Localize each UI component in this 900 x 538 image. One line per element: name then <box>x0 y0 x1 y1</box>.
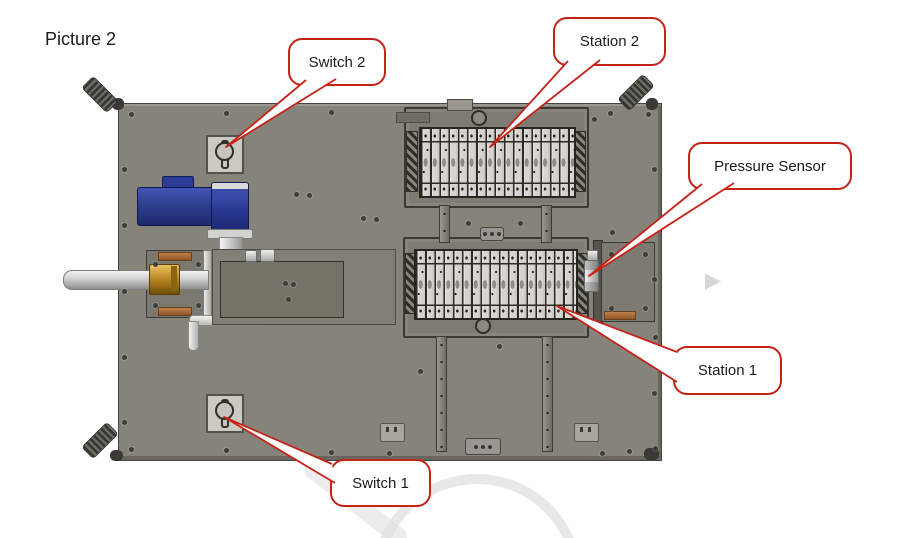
screw-dot <box>610 230 615 235</box>
screw-dot <box>609 306 614 311</box>
screw-dot <box>653 335 658 340</box>
screw-dot <box>224 111 229 116</box>
sensor-copper-strip <box>604 311 636 320</box>
screw-dot <box>600 451 605 456</box>
carriage-box <box>220 261 344 318</box>
handle-rod-vertical <box>188 321 199 351</box>
guide-rail-upper-right <box>541 205 552 243</box>
screw-dot <box>652 277 657 282</box>
mount-foot-left <box>380 423 405 442</box>
screw-dot <box>608 111 613 116</box>
copper-strip-bottom <box>158 307 192 316</box>
screw-dot <box>283 281 288 286</box>
guide-rail-lower-left <box>436 336 447 452</box>
screw-dot <box>122 167 127 172</box>
screw-dot <box>129 447 134 452</box>
screw-dot <box>646 112 651 117</box>
screw-dot <box>643 252 648 257</box>
station-1-bottom-tab <box>475 318 491 334</box>
inter-station-connector <box>480 227 504 241</box>
screw-dot <box>652 391 657 396</box>
callout-pressure-sensor: Pressure Sensor <box>688 142 852 190</box>
carriage-nub-large <box>260 249 275 262</box>
screw-dot <box>418 369 423 374</box>
callout-station-2: Station 2 <box>553 17 666 66</box>
station-2-slat-tray <box>419 127 576 198</box>
guide-rail-lower-right <box>542 336 553 452</box>
callout-station-2-label: Station 2 <box>579 33 640 50</box>
screw-dot <box>652 167 657 172</box>
screw-dot <box>627 449 632 454</box>
screw-dot <box>329 110 334 115</box>
screw-dot <box>329 450 334 455</box>
guide-rail-upper-left <box>439 205 450 243</box>
screw-dot <box>153 262 158 267</box>
callout-switch-1-label: Switch 1 <box>352 474 409 492</box>
screw-dot <box>291 282 296 287</box>
callout-station-1-label: Station 1 <box>697 362 758 379</box>
screw-dot <box>653 446 658 451</box>
screw-dot <box>122 355 127 360</box>
screw-dot <box>374 217 379 222</box>
bottom-edge-connector <box>465 438 501 455</box>
station-1-slat-tray <box>414 249 578 320</box>
play-triangle-icon: ▶ <box>705 269 722 292</box>
callout-switch-2-label: Switch 2 <box>308 53 366 71</box>
screw-dot <box>466 221 471 226</box>
screw-dot <box>196 303 201 308</box>
figure-title: Picture 2 <box>45 29 117 49</box>
switch-2-knob-icon <box>215 142 234 161</box>
corner-foot-bottom-right <box>644 448 659 460</box>
station-2-side-bracket-left <box>406 131 418 192</box>
callout-switch-1: Switch 1 <box>330 459 431 507</box>
mount-foot-right <box>574 423 599 442</box>
screw-dot <box>122 223 127 228</box>
screw-dot <box>609 252 614 257</box>
copper-strip-top <box>158 252 192 261</box>
switch-1-device <box>206 394 244 433</box>
switch-1-knob-icon <box>215 401 234 420</box>
screw-dot <box>196 262 201 267</box>
motor-gearhead <box>211 182 249 234</box>
callout-switch-2: Switch 2 <box>288 38 386 86</box>
callout-pressure-sensor-label: Pressure Sensor <box>714 157 826 175</box>
callout-station-1: Station 1 <box>673 346 782 395</box>
station-2-left-bracket <box>396 112 430 123</box>
screw-dot <box>224 448 229 453</box>
corner-foot-bottom-left <box>110 450 123 461</box>
motor-body <box>137 187 219 226</box>
brass-collar-ring <box>171 266 177 291</box>
screw-dot <box>361 216 366 221</box>
drive-shaft <box>63 270 209 290</box>
screw-dot <box>307 193 312 198</box>
screw-dot <box>294 192 299 197</box>
corner-foot-top-right <box>646 98 658 110</box>
carriage-nub-small <box>245 250 257 262</box>
screw-dot <box>129 112 134 117</box>
screw-dot <box>592 117 597 122</box>
switch-2-device <box>206 135 244 174</box>
screw-dot <box>497 344 502 349</box>
screw-dot <box>122 420 127 425</box>
station-2-top-rail <box>447 99 473 111</box>
screw-dot <box>643 306 648 311</box>
station-2-top-tab <box>471 110 487 126</box>
pressure-sensor <box>584 260 599 292</box>
screw-dot <box>653 223 658 228</box>
screw-dot <box>153 303 158 308</box>
screw-dot <box>122 289 127 294</box>
screw-dot <box>387 451 392 456</box>
screw-dot <box>518 221 523 226</box>
screw-dot <box>286 297 291 302</box>
